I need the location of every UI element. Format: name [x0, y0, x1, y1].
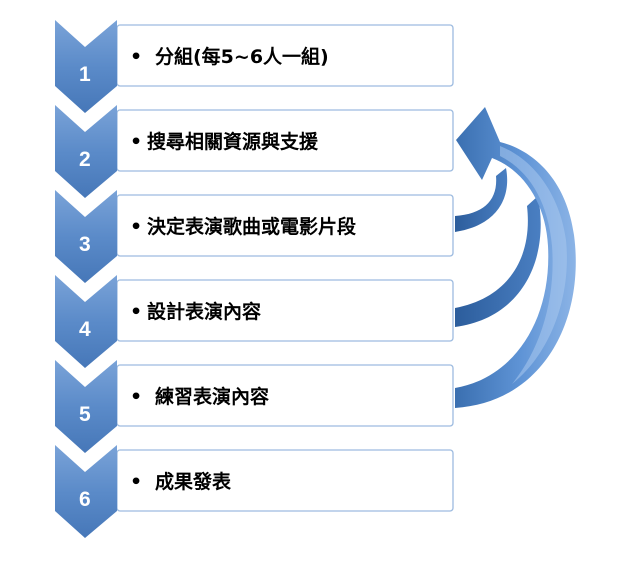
feedback-arrow-highlight: [500, 146, 567, 384]
step-label-6: 成果發表: [155, 470, 232, 493]
step-bullet-3: •: [130, 216, 142, 238]
step-bullet-5: •: [130, 386, 142, 408]
step-bullet-4: •: [130, 301, 142, 323]
step-label-1: 分組(每5~6人一組): [155, 45, 329, 68]
step-number-2: 2: [79, 148, 91, 171]
step-chevron-5: [55, 360, 117, 453]
step-bullet-2: •: [130, 131, 142, 153]
step-chevron-4: [55, 275, 117, 368]
step-boxes: [116, 24, 454, 512]
step-chevron-1: [55, 20, 117, 113]
step-chevron-3: [55, 190, 117, 283]
step-bullets: • • • • • •: [130, 46, 142, 493]
step-number-1: 1: [79, 63, 91, 86]
step-bullet-6: •: [130, 471, 142, 493]
step-number-3: 3: [79, 233, 91, 256]
step-number-5: 5: [79, 403, 91, 426]
step-number-4: 4: [79, 318, 91, 341]
feedback-arrow-from-step-3: [455, 168, 508, 232]
step-chevron-6: [55, 445, 117, 538]
step-label-2: 搜尋相關資源與支援: [147, 130, 319, 153]
feedback-arrows: [455, 107, 576, 408]
step-numbers: 1 2 3 4 5 6: [79, 63, 91, 511]
step-labels: 分組(每5~6人一組) 搜尋相關資源與支援 決定表演歌曲或電影片段 設計表演內容…: [147, 45, 357, 493]
step-label-5: 練習表演內容: [155, 385, 269, 408]
step-label-4: 設計表演內容: [147, 300, 261, 323]
step-chevrons: [55, 20, 117, 538]
step-label-3: 決定表演歌曲或電影片段: [147, 215, 357, 238]
step-chevron-2: [55, 105, 117, 198]
step-bullet-1: •: [130, 46, 142, 68]
feedback-arrow-from-step-4: [455, 196, 541, 327]
step-number-6: 6: [79, 488, 91, 511]
